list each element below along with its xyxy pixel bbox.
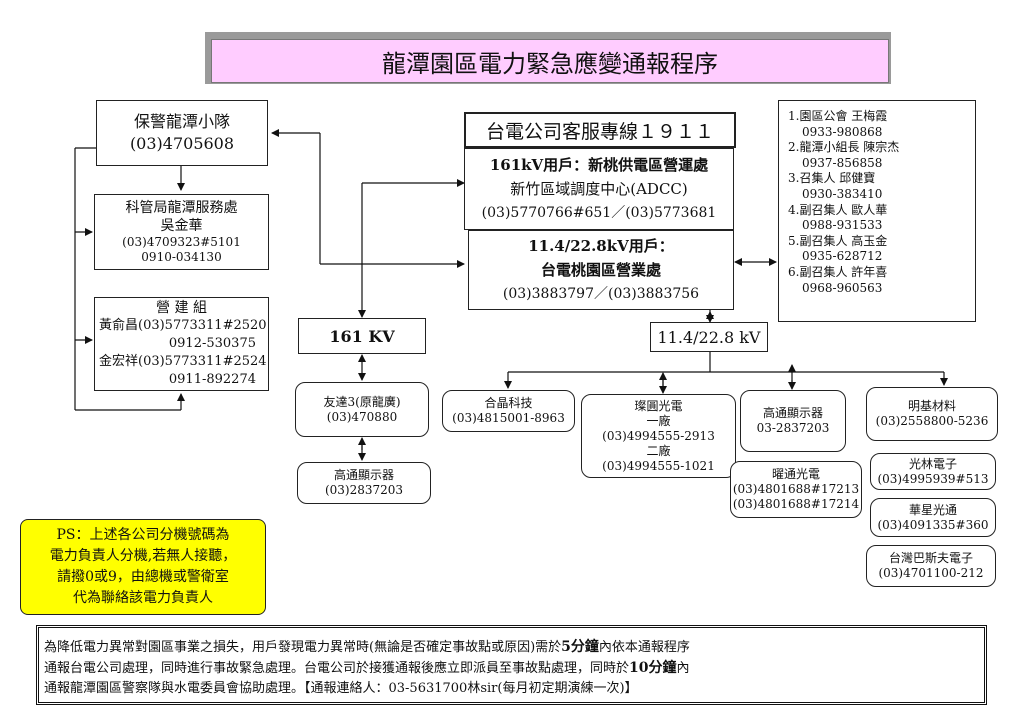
company-phone: (03)470880: [326, 409, 398, 424]
contact-phone: 0935-628712: [802, 249, 883, 264]
kv11-user-box: 11.4/22.8kV用戶： 台電桃園區營業處 (03)3883797／(03)…: [468, 230, 734, 310]
company-phone: (03)4701100-212: [878, 566, 984, 580]
sci-bureau-mobile: 0910-034130: [141, 250, 222, 264]
notice-text: 通報台電公司處理，同時進行事故緊急處理。台電公司於接獲通報後應立即派員至事故點處…: [44, 661, 630, 676]
sci-bureau-box: 科管局龍潭服務處 吳金華 (03)4709323#5101 0910-03413…: [94, 194, 269, 270]
sci-bureau-person: 吳金華: [160, 218, 203, 234]
contact-phone: 0988-931533: [802, 218, 883, 233]
plant-2-phone: (03)4994555-1021: [602, 458, 715, 473]
contact-title: 1.園區公會 王梅霞: [788, 109, 888, 123]
ps-line: 電力負責人分機,若無人接聽，: [49, 548, 237, 564]
taipower-hotline: 台電公司客服專線１９１１: [464, 112, 736, 148]
company-basf: 台灣巴斯夫電子 (03)4701100-212: [866, 545, 996, 587]
contact-phone: 0930-383410: [802, 186, 883, 201]
ps-line: PS：上述各公司分機號碼為: [56, 527, 230, 543]
company-hejing: 合晶科技 (03)4815001-8963: [442, 390, 575, 432]
label-161kv: 161 KV: [298, 318, 426, 354]
notice-text: 為降低電力異常對園區事業之損失，用戶發現電力異常時(無論是否確定事故點或原因)需…: [44, 640, 562, 655]
construction-title: 營 建 組: [156, 300, 207, 316]
kv161-user-title: 161kV用戶：新桃供電區營運處: [489, 156, 709, 174]
contact-title: 3.召集人 邱健寶: [788, 171, 876, 186]
security-team-phone: (03)4705608: [129, 134, 235, 153]
security-team-name: 保警龍潭小隊: [133, 112, 230, 131]
kv11-user-phone: (03)3883797／(03)3883756: [502, 286, 700, 302]
ps-note: PS：上述各公司分機號碼為 電力負責人分機,若無人接聽， 請撥0或9，由總機或警…: [20, 519, 266, 615]
security-team-box: 保警龍潭小隊 (03)4705608: [96, 100, 268, 166]
kv161-user-center: 新竹區域調度中心(ADCC): [510, 180, 688, 198]
plant-1-label: 一廠: [646, 413, 671, 428]
company-phone: (03)4801688#17214: [732, 497, 860, 511]
company-phone: (03)4091335#360: [877, 517, 989, 532]
committee-contact-list: 1.園區公會 王梅霞 0933-980868 2.龍潭小組長 陳宗杰 0937-…: [778, 100, 976, 322]
contact-phone: 0968-960563: [802, 280, 883, 295]
company-phone: (03)4801688#17213: [732, 482, 860, 496]
company-name: 合晶科技: [484, 396, 533, 410]
plant-1-phone: (03)4994555-2913: [602, 428, 715, 443]
page-title: 龍潭園區電力緊急應變通報程序: [211, 39, 889, 83]
kv11-user-title: 11.4/22.8kV用戶：: [528, 237, 674, 255]
kv161-user-phone: (03)5770766#651／(03)5773681: [481, 205, 717, 221]
contact-title: 2.龍潭小組長 陳宗杰: [788, 140, 900, 155]
sci-bureau-name: 科管局龍潭服務處: [125, 200, 238, 216]
company-name: 高通顯示器: [333, 468, 394, 482]
company-phone: 03-2837203: [756, 421, 830, 435]
company-youda: 友達3(原龍廣) (03)470880: [295, 382, 429, 437]
ps-line: 代為聯絡該電力負責人: [73, 590, 213, 606]
company-mingji: 明基材料 (03)2558800-5236: [866, 387, 998, 441]
company-huanyuan: 璨圓光電 一廠 (03)4994555-2913 二廠 (03)4994555-…: [581, 394, 736, 478]
company-phone: (03)4995939#513: [877, 471, 989, 486]
company-qualcomm-display-1: 高通顯示器 (03)2837203: [297, 462, 431, 504]
company-name: 友達3(原龍廣): [323, 394, 401, 409]
label-11kv: 11.4/22.8 kV: [650, 322, 768, 352]
notice-text: 內依本通報程序: [598, 640, 690, 655]
notice-emphasis: 5分鐘: [561, 639, 599, 655]
sci-bureau-phone: (03)4709323#5101: [122, 235, 241, 249]
construction-person-2: 金宏祥(03)5773311#2524: [99, 354, 267, 369]
company-phone: (03)4815001-8963: [452, 411, 565, 425]
construction-box: 營 建 組 黃俞昌(03)5773311#2520 0912-530375 金宏…: [94, 297, 269, 391]
notice-text: 內: [676, 661, 690, 676]
company-name: 明基材料: [907, 399, 956, 413]
kv11-user-office: 台電桃園區營業處: [540, 261, 661, 279]
contact-phone: 0933-980868: [802, 124, 883, 139]
company-name: 曜通光電: [771, 467, 820, 481]
company-yaotong: 曜通光電 (03)4801688#17213 (03)4801688#17214: [730, 461, 862, 518]
construction-mobile-1: 0912-530375: [168, 336, 256, 351]
construction-mobile-2: 0911-892274: [168, 372, 256, 387]
contact-title: 5.副召集人 高玉金: [788, 233, 888, 248]
company-huaxing: 華星光通 (03)4091335#360: [870, 498, 996, 537]
notice-line-3: 通報龍潭園區警察隊與水電委員會協助處理。【通報連絡人：03-5631700林si…: [44, 681, 638, 696]
plant-2-label: 二廠: [646, 443, 671, 458]
contact-phone: 0937-856858: [802, 155, 883, 170]
company-qualcomm-display-2: 高通顯示器 03-2837203: [740, 390, 846, 452]
company-name: 璨圓光電: [634, 398, 683, 413]
notice-line-2: 通報台電公司處理，同時進行事故緊急處理。台電公司於接獲通報後應立即派員至事故點處…: [44, 658, 984, 679]
notice-line-1: 為降低電力異常對園區事業之損失，用戶發現電力異常時(無論是否確定事故點或原因)需…: [44, 637, 984, 658]
notice-box: 為降低電力異常對園區事業之損失，用戶發現電力異常時(無論是否確定事故點或原因)需…: [36, 625, 987, 705]
company-name: 光林電子: [908, 456, 957, 471]
company-phone: (03)2558800-5236: [875, 414, 989, 428]
company-name: 台灣巴斯夫電子: [888, 551, 973, 565]
kv161-user-box: 161kV用戶：新桃供電區營運處 新竹區域調度中心(ADCC) (03)5770…: [464, 148, 734, 230]
notice-emphasis: 10分鐘: [629, 660, 677, 676]
construction-person-1: 黃俞昌(03)5773311#2520: [99, 318, 267, 333]
contact-title: 4.副召集人 歐人華: [788, 202, 888, 217]
company-name: 華星光通: [908, 502, 957, 517]
company-name: 高通顯示器: [762, 406, 823, 420]
contact-title: 6.副召集人 許年喜: [788, 264, 888, 279]
ps-line: 請撥0或9，由總機或警衛室: [57, 569, 229, 585]
company-phone: (03)2837203: [324, 483, 404, 497]
company-guanglin: 光林電子 (03)4995939#513: [870, 453, 996, 490]
